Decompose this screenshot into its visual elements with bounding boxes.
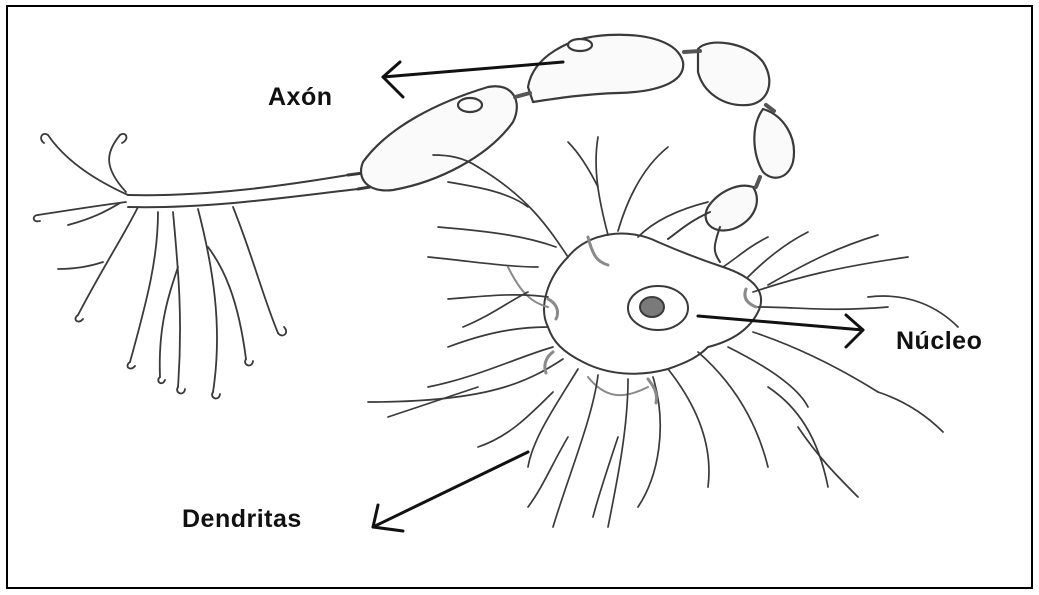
myelin-segment: [698, 43, 769, 106]
neuron-drawing: [8, 7, 1033, 589]
nucleus-label: Núcleo: [896, 327, 982, 356]
myelin-node: [458, 98, 482, 112]
myelin-segment: [706, 186, 757, 231]
myelin-segment: [361, 86, 517, 190]
axon-arrowhead: [383, 62, 403, 97]
diagram-frame: Axón Núcleo Dendritas: [6, 5, 1033, 589]
myelin-segment: [754, 109, 794, 178]
nucleolus: [640, 297, 664, 317]
nucleus-arrowhead: [846, 315, 863, 347]
dendrites-arrowhead: [373, 505, 403, 531]
axon-label: Axón: [268, 83, 333, 112]
nucleus: [628, 286, 688, 330]
axon-terminals: [34, 134, 286, 399]
myelin-node: [568, 39, 592, 51]
dendrites-arrow: [373, 452, 528, 527]
axon-trunk: [128, 173, 370, 207]
myelin-sheath: [361, 35, 794, 231]
myelin-segment: [528, 35, 683, 102]
dendrites-label: Dendritas: [182, 505, 302, 534]
